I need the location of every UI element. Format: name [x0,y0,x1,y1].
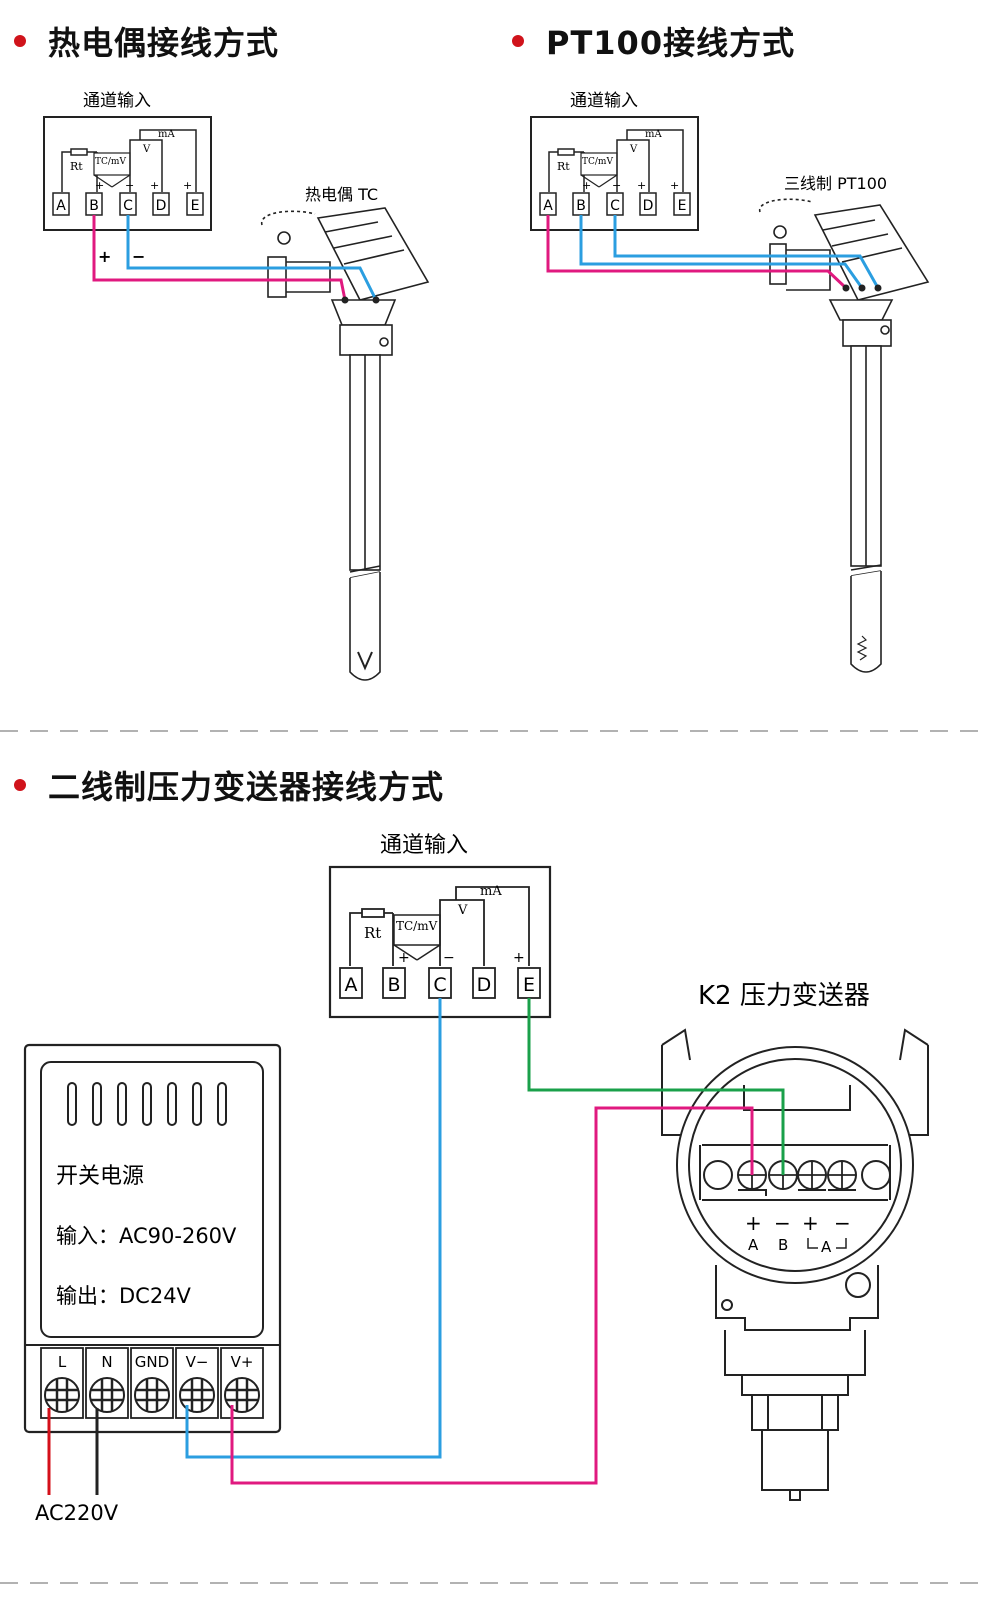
v-label: V [142,144,151,155]
channel-box-transmitter: 通道输入 Rt TC/mV V mA + − + A B C D E [328,833,552,1019]
terminal-v-minus: V− [186,1353,209,1371]
plus-sign: + [670,179,679,192]
terminal-row: A B C D E [52,192,204,216]
terminal-l: L [58,1353,67,1371]
channel-box-title: 通道输入 [570,91,638,111]
tc-label: TC/mV [95,157,126,167]
terminal-gnd: GND [135,1353,169,1371]
tc-label: TC/mV [396,919,438,933]
sign-minus: − [834,1211,851,1235]
bullet-icon [14,779,26,791]
terminal-b: B [576,198,586,214]
terminal-a: A [345,974,358,996]
channel-box-title: 通道输入 [380,833,468,858]
plus-sign: + [398,950,410,966]
section-title-text: 二线制压力变送器接线方式 [48,768,445,806]
terminal-d: D [477,974,492,996]
terminal-c: C [610,198,620,214]
channel-box-thermocouple: 通道输入 Rt TC/mV V mA + − + + A B C D E [43,91,212,231]
terminal-n: N [101,1353,112,1371]
wire-magenta-pt100 [546,215,848,290]
terminal-row: A B C D E [339,967,541,999]
rt-label: Rt [364,924,381,942]
pt100-label: 三线制 PT100 [784,174,887,193]
plus-sign: + [582,179,591,192]
minus-sign: − [443,950,455,966]
section-title-text: 热电偶接线方式 [48,24,280,62]
ma-label: mA [480,884,502,899]
tc-label: TC/mV [582,157,613,167]
plus-sign: + [150,179,159,192]
plus-sign: + [513,950,525,966]
power-supply: 开关电源 输入：AC90-260V 输出：DC24V L N GND V− V+ [23,1043,282,1434]
section-title-thermocouple: 热电偶接线方式 [14,18,279,64]
power-supply-input: 输入：AC90-260V [56,1224,237,1248]
v-label: V [457,903,468,918]
bullet-icon [14,35,26,47]
wire-blue-tc [126,215,378,301]
wire-green [527,998,785,1175]
thermocouple-label: 热电偶 TC [305,185,378,204]
thermocouple-probe [261,207,430,681]
sign-plus: + [802,1211,819,1235]
wire-magenta-tc [92,215,347,301]
power-supply-output: 输出：DC24V [56,1284,192,1308]
channel-box-title: 通道输入 [83,91,151,111]
terminal-b: B [89,198,99,214]
pt100-terminal-dot [858,284,866,292]
terminal-c: C [433,974,446,996]
terminal-e: E [191,198,200,214]
power-supply-name: 开关电源 [56,1164,144,1189]
pt100-terminal-dot [842,284,850,292]
minus-sign: − [612,179,621,192]
tc-terminal-dot [372,296,380,304]
rt-label: Rt [557,160,570,173]
terminal-e: E [678,198,687,214]
section-title-text: PT100接线方式 [546,24,796,62]
section-title-transmitter: 二线制压力变送器接线方式 [14,762,444,808]
letter-b: B [778,1236,788,1254]
pt100-terminal-dot [874,284,882,292]
vent-slots [67,1082,227,1126]
transmitter-title: K2 压力变送器 [698,981,870,1011]
bullet-icon [512,35,524,47]
terminal-e: E [523,974,535,996]
letter-a: A [748,1236,759,1254]
plus-sign: + [637,179,646,192]
transmitter-terminal-labels: + − + − A B A [745,1211,851,1256]
tc-minus-label: − [132,247,145,266]
terminal-a: A [56,198,66,214]
minus-sign: − [125,179,134,192]
terminal-b: B [387,974,400,996]
rt-label: Rt [70,160,83,173]
terminal-a: A [543,198,553,214]
terminal-d: D [156,198,167,214]
channel-box-pt100: 通道输入 Rt TC/mV V mA + − + + A B C D E [530,91,699,231]
plus-sign: + [183,179,192,192]
sign-minus: − [774,1211,791,1235]
terminal-v-plus: V+ [231,1353,254,1371]
terminal-c: C [123,198,133,214]
pressure-transmitter [661,1028,929,1501]
wire-blue-supply [185,998,442,1459]
pt100-probe [759,198,930,673]
v-label: V [629,144,638,155]
ma-label: mA [158,129,175,140]
wire-blue-pt100-c [613,215,880,289]
tc-plus-label: + [98,247,111,266]
wire-magenta-supply [230,1106,662,1485]
wire-blue-pt100-b [579,215,864,289]
ac220v-label: AC220V [35,1501,119,1525]
power-terminals: L N GND V− V+ [40,1347,264,1419]
sign-plus: + [745,1211,762,1235]
tc-terminal-dot [341,296,349,304]
letter-a: A [821,1238,832,1256]
ma-label: mA [645,129,662,140]
terminal-d: D [643,198,654,214]
wire-magenta-transmitter [662,1106,754,1175]
section-title-pt100: PT100接线方式 [512,18,795,64]
plus-sign: + [95,179,104,192]
terminal-row: A B C D E [539,192,691,216]
